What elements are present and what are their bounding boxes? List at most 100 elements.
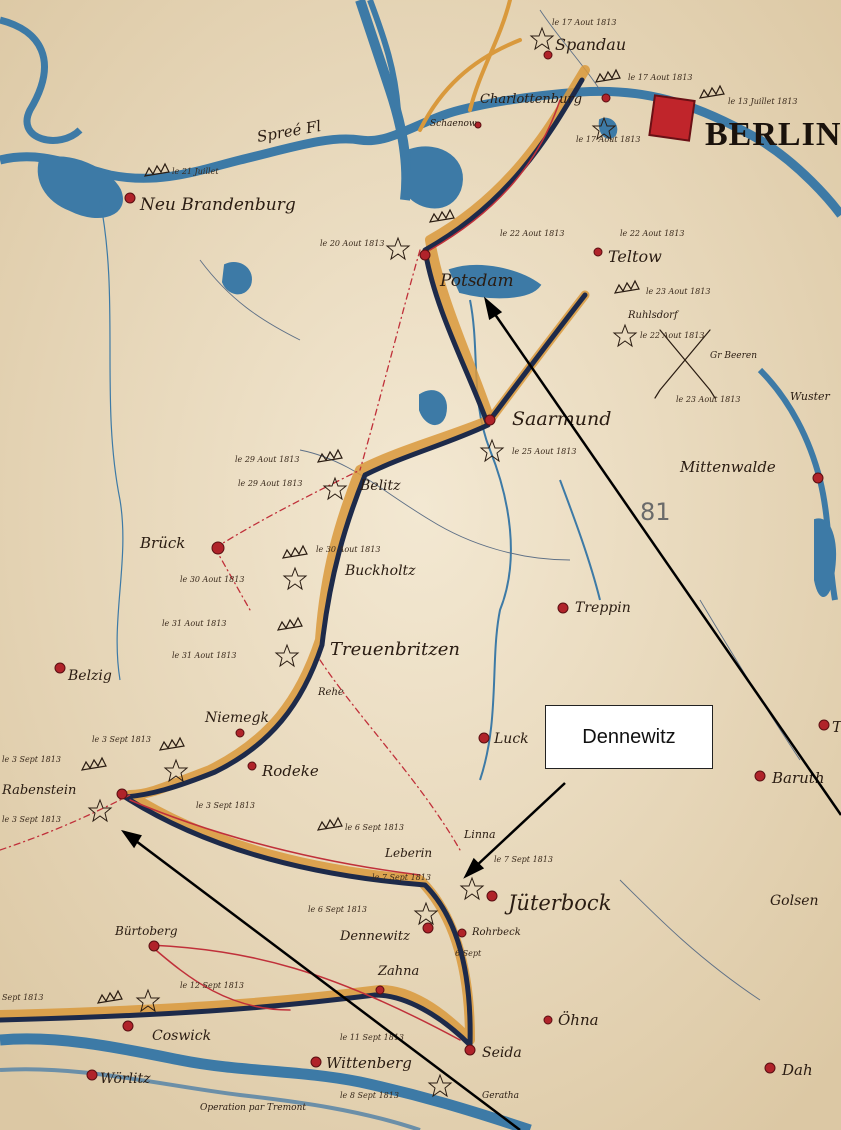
label-rodeke: Rodeke bbox=[261, 762, 319, 780]
dot-buerteberg bbox=[148, 940, 160, 952]
crown-icon bbox=[143, 162, 170, 177]
label-zahna: Zahna bbox=[377, 964, 419, 979]
label-gadegast: Geratha bbox=[482, 1091, 519, 1101]
label-rabenstein: Rabenstein bbox=[1, 783, 76, 798]
label-niemegk: Niemegk bbox=[204, 710, 269, 726]
stream-b bbox=[199, 259, 301, 341]
elbe-river bbox=[0, 1033, 532, 1130]
crown-icon bbox=[281, 544, 308, 559]
label-woerlitz: Wörlitz bbox=[100, 1071, 151, 1087]
dot-luckenwalde bbox=[478, 732, 490, 744]
date-label: le 31 Aout 1813 bbox=[172, 651, 236, 660]
dot-oehna bbox=[543, 1015, 553, 1025]
crown-icon bbox=[316, 816, 343, 831]
star-icon bbox=[459, 876, 485, 901]
stream-west bbox=[99, 199, 124, 681]
label-rehe: Rehe bbox=[317, 687, 344, 698]
label-linna: Linna bbox=[463, 828, 496, 841]
date-label: le 30 Aout 1813 bbox=[180, 575, 244, 584]
label-leberin: Leberin bbox=[384, 846, 432, 860]
date-label: le 23 Aout 1813 bbox=[646, 287, 710, 296]
star-icon bbox=[385, 236, 411, 261]
callout-label: Dennewitz bbox=[582, 725, 676, 748]
dot-neu-brandenburg bbox=[124, 192, 136, 204]
route-red-thin bbox=[129, 99, 561, 1041]
dot-jueterbock bbox=[486, 890, 498, 902]
date-label: le 17 Aout 1813 bbox=[628, 73, 692, 82]
date-label: le 11 Sept 1813 bbox=[340, 1033, 404, 1042]
date-label: le 31 Aout 1813 bbox=[162, 619, 226, 628]
date-label: le 29 Aout 1813 bbox=[235, 455, 299, 464]
date-label: le 6 Sept 1813 bbox=[308, 905, 367, 914]
dot-coswick bbox=[122, 1020, 134, 1032]
label-saarmund: Saarmund bbox=[512, 408, 611, 430]
lake-caputh bbox=[419, 390, 447, 425]
date-label: le 3 Sept 1813 bbox=[2, 815, 61, 824]
date-label: le 22 Aout 1813 bbox=[640, 331, 704, 340]
star-icon bbox=[87, 798, 113, 823]
havel-lake-brandenburg bbox=[37, 156, 123, 219]
arrow-line-rabenstein bbox=[131, 837, 521, 1130]
label-charlottenburg: Charlottenburg bbox=[480, 92, 582, 107]
label-luckenwalde: Luck bbox=[493, 731, 529, 747]
dot-spandau bbox=[543, 50, 553, 60]
date-label: le 7 Sept 1813 bbox=[372, 873, 431, 882]
star-symbols bbox=[87, 26, 638, 1098]
date-label: le 22 Aout 1813 bbox=[500, 229, 564, 238]
dot-belzig bbox=[54, 662, 66, 674]
date-label: le 23 Aout 1813 bbox=[676, 395, 740, 404]
label-operation: Operation par Tremont bbox=[200, 1103, 306, 1113]
arrow-line-dennewitz bbox=[473, 782, 566, 869]
crown-icon bbox=[316, 448, 343, 463]
label-mittenwalde: Mittenwalde bbox=[679, 458, 776, 476]
dot-potsdam bbox=[419, 249, 431, 261]
label-teltow: Teltow bbox=[608, 247, 662, 266]
label-jueterbock: Jüterbock bbox=[504, 891, 611, 915]
crown-icon bbox=[698, 84, 725, 99]
date-annotations: le 17 Aout 1813 le 17 Aout 1813 le 13 Ju… bbox=[2, 18, 797, 1100]
dot-woerlitz bbox=[86, 1069, 98, 1081]
crown-symbols bbox=[80, 68, 725, 1004]
crown-icon bbox=[80, 756, 107, 771]
star-icon bbox=[612, 323, 638, 348]
label-wusterhausen: Wuster bbox=[790, 390, 831, 403]
date-label: le 3 Sept 1813 bbox=[2, 755, 61, 764]
route-dark-main bbox=[0, 77, 585, 1048]
label-seyda: Seida bbox=[482, 1045, 522, 1061]
date-label: le 6 Sept 1813 bbox=[345, 823, 404, 832]
havel-upper bbox=[367, 0, 401, 111]
arrowhead-icon bbox=[463, 857, 485, 879]
label-golssen: Golsen bbox=[770, 893, 819, 909]
crown-icon bbox=[158, 736, 185, 751]
star-icon bbox=[529, 26, 555, 51]
star-icon bbox=[322, 476, 348, 501]
date-label: le 25 Aout 1813 bbox=[512, 447, 576, 456]
star-icon bbox=[163, 758, 189, 783]
star-icon bbox=[413, 901, 439, 926]
label-dennewitz: Dennewitz bbox=[339, 929, 410, 944]
stream-a bbox=[299, 449, 571, 561]
crown-icon bbox=[594, 68, 621, 83]
star-icon bbox=[427, 1073, 453, 1098]
stream-d bbox=[619, 879, 761, 1001]
elbe-river-shade bbox=[0, 1067, 421, 1130]
date-label: 6 Sept bbox=[455, 949, 482, 958]
dot-trebbin bbox=[557, 602, 569, 614]
label-schoenow: Schaenow bbox=[430, 119, 477, 129]
routes bbox=[0, 0, 716, 1048]
lake-west-2 bbox=[598, 117, 618, 139]
east-lake bbox=[814, 518, 836, 597]
griebnitz-lake bbox=[448, 264, 542, 299]
star-icon bbox=[479, 438, 505, 463]
label-rohrbeck: Rohrbeck bbox=[471, 927, 521, 938]
dot-schoenow bbox=[474, 121, 482, 129]
arrowhead-icon bbox=[121, 829, 142, 849]
dot-wittenberg bbox=[310, 1056, 322, 1068]
route-dark-saarmund-east bbox=[487, 292, 588, 423]
date-label: le 8 Sept 1813 bbox=[340, 1091, 399, 1100]
dennewitz-callout-box: Dennewitz bbox=[545, 705, 713, 769]
date-label: le 7 Sept 1813 bbox=[494, 855, 553, 864]
dot-saarmund bbox=[484, 414, 496, 426]
